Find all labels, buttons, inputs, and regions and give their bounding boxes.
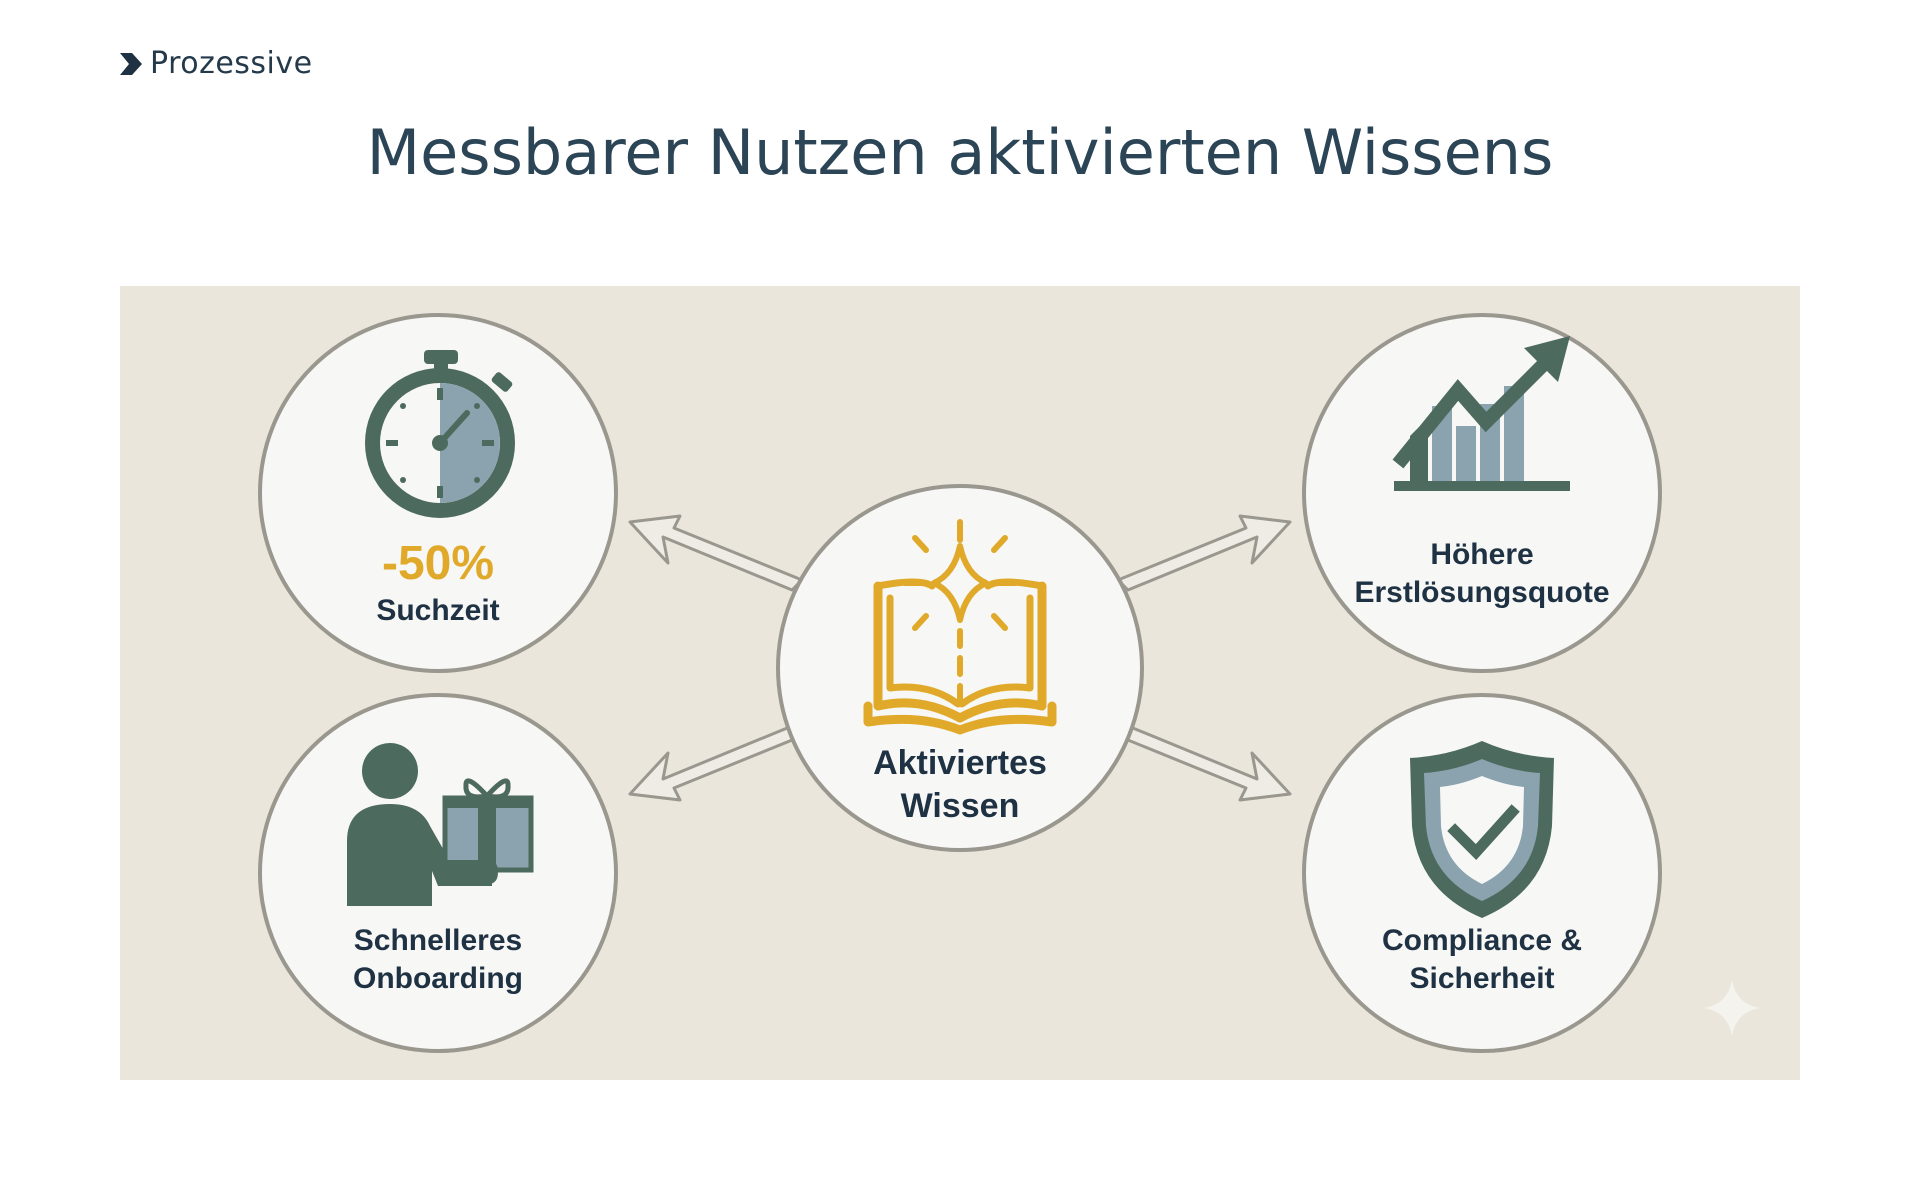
resolution-line1: Höhere — [1430, 538, 1534, 571]
stopwatch-icon — [365, 350, 515, 518]
arrow-to-resolution — [1116, 514, 1292, 592]
open-book-icon — [863, 519, 1057, 735]
node-resolution-label: Höhere Erstlösungsquote — [1312, 536, 1652, 611]
compliance-line1: Compliance & — [1381, 924, 1583, 957]
person-gift-icon — [347, 743, 534, 906]
node-compliance-label: Compliance & Sicherheit — [1312, 922, 1652, 997]
benefits-diagram: -50% Suchzeit Höhere Erstlösungsquote Sc… — [120, 286, 1800, 1080]
brand-logo: Prozessive — [118, 46, 313, 81]
onboarding-line1: Schnelleres — [353, 924, 523, 957]
arrow-to-compliance — [1116, 724, 1292, 802]
onboarding-line2: Onboarding — [353, 961, 523, 995]
page-title: Messbarer Nutzen aktivierten Wissens — [366, 116, 1554, 189]
center-line2: Wissen — [900, 786, 1020, 825]
search-value: -50% — [381, 537, 495, 590]
node-resolution-circle — [1302, 313, 1662, 673]
growth-chart-icon — [1392, 336, 1570, 491]
sparkle-icon — [1704, 980, 1760, 1036]
chevron-logo-icon — [120, 52, 142, 75]
arrow-to-onboarding — [628, 724, 804, 802]
center-line1: Aktiviertes — [873, 744, 1047, 782]
node-search-label: -50% Suchzeit — [268, 540, 608, 630]
compliance-line2: Sicherheit — [1409, 961, 1555, 995]
brand-name: Prozessive — [150, 46, 313, 81]
node-center-label: Aktiviertes Wissen — [790, 742, 1130, 827]
node-onboarding-label: Schnelleres Onboarding — [268, 922, 608, 997]
resolution-line2: Erstlösungsquote — [1354, 575, 1610, 609]
search-label: Suchzeit — [376, 594, 500, 627]
arrow-to-search — [628, 514, 804, 592]
shield-check-icon — [1410, 741, 1554, 918]
